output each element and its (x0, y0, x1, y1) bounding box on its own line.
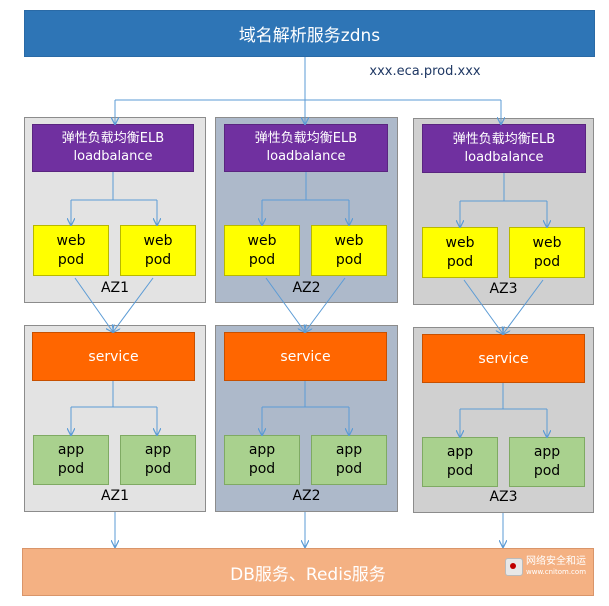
watermark-url: www.cnitom.com (526, 568, 587, 576)
web-pod: web pod (224, 225, 300, 276)
watermark-title: 网络安全和运 (526, 556, 586, 567)
elb-subtitle: loadbalance (266, 149, 346, 164)
elb-subtitle: loadbalance (464, 149, 544, 165)
database-banner: DB服务、Redis服务 (22, 548, 594, 596)
service-label: service (88, 348, 139, 365)
web-pod-line1: web (532, 234, 562, 251)
elb-box-3: 弹性负载均衡ELB loadbalance (422, 124, 586, 173)
web-pod-line2: pod (335, 251, 363, 268)
app-pod-line1: app (533, 444, 561, 460)
web-pod-line1: web (445, 234, 475, 251)
pod-to-service-arrow (74, 277, 113, 332)
pod-to-service-arrow (503, 279, 544, 334)
app-pod-line2: pod (335, 461, 363, 477)
web-pod-line2: pod (446, 253, 474, 270)
web-pod: web pod (311, 225, 387, 276)
web-pod-line2: pod (533, 253, 561, 270)
app-pod: app pod (224, 435, 300, 485)
app-pod-line1: app (248, 442, 276, 458)
app-pod-line2: pod (446, 463, 474, 479)
database-label: DB服务、Redis服务 (230, 564, 386, 585)
az-label: AZ2 (292, 488, 321, 504)
pod-to-service-arrow (265, 277, 305, 332)
service-label: service (280, 348, 331, 365)
app-pod-line1: app (57, 442, 85, 458)
watermark-logo-icon (505, 558, 523, 576)
elb-box-1: 弹性负载均衡ELB loadbalance (32, 124, 194, 172)
app-pod: app pod (509, 437, 585, 487)
pod-to-service-arrow (463, 279, 503, 334)
pod-to-service-arrow (305, 277, 346, 332)
service-box-2: service (224, 332, 387, 381)
az-label: AZ1 (100, 280, 130, 296)
app-pod-line2: pod (533, 463, 561, 479)
app-pod: app pod (33, 435, 109, 485)
app-pod: app pod (311, 435, 387, 485)
elb-title: 弹性负载均衡ELB (61, 131, 165, 146)
pod-to-service-arrow (113, 277, 154, 332)
app-pod-line1: app (446, 444, 474, 460)
app-pod-line1: app (335, 442, 363, 458)
elb-box-2: 弹性负载均衡ELB loadbalance (224, 124, 388, 172)
web-pod-line1: web (143, 232, 173, 249)
web-pod-line1: web (56, 232, 86, 249)
elb-title: 弹性负载均衡ELB (254, 131, 358, 146)
dns-service-label: 域名解析服务zdns (238, 26, 381, 46)
service-label: service (478, 350, 529, 367)
app-pod-line2: pod (144, 461, 172, 477)
az-label: AZ1 (100, 488, 130, 504)
web-pod-line2: pod (144, 251, 172, 268)
az-label: AZ2 (292, 280, 321, 296)
service-box-1: service (32, 332, 195, 381)
watermark: 网络安全和运 www.cnitom.com (505, 555, 595, 579)
web-pod-line1: web (247, 232, 277, 249)
app-pod-line2: pod (57, 461, 85, 477)
app-pod: app pod (422, 437, 498, 487)
az-label: AZ3 (489, 489, 518, 505)
az-label: AZ3 (489, 281, 518, 297)
service-box-3: service (422, 334, 585, 383)
web-pod: web pod (509, 227, 585, 278)
elb-title: 弹性负载均衡ELB (452, 131, 556, 147)
elb-subtitle: loadbalance (73, 149, 153, 164)
domain-name-label: xxx.eca.prod.xxx (369, 64, 481, 79)
app-pod-line1: app (144, 442, 172, 458)
web-pod-line2: pod (57, 251, 85, 268)
web-pod: web pod (422, 227, 498, 278)
web-pod-line1: web (334, 232, 364, 249)
app-pod-line2: pod (248, 461, 276, 477)
dns-service-banner: 域名解析服务zdns (24, 10, 595, 57)
web-pod-line2: pod (248, 251, 276, 268)
